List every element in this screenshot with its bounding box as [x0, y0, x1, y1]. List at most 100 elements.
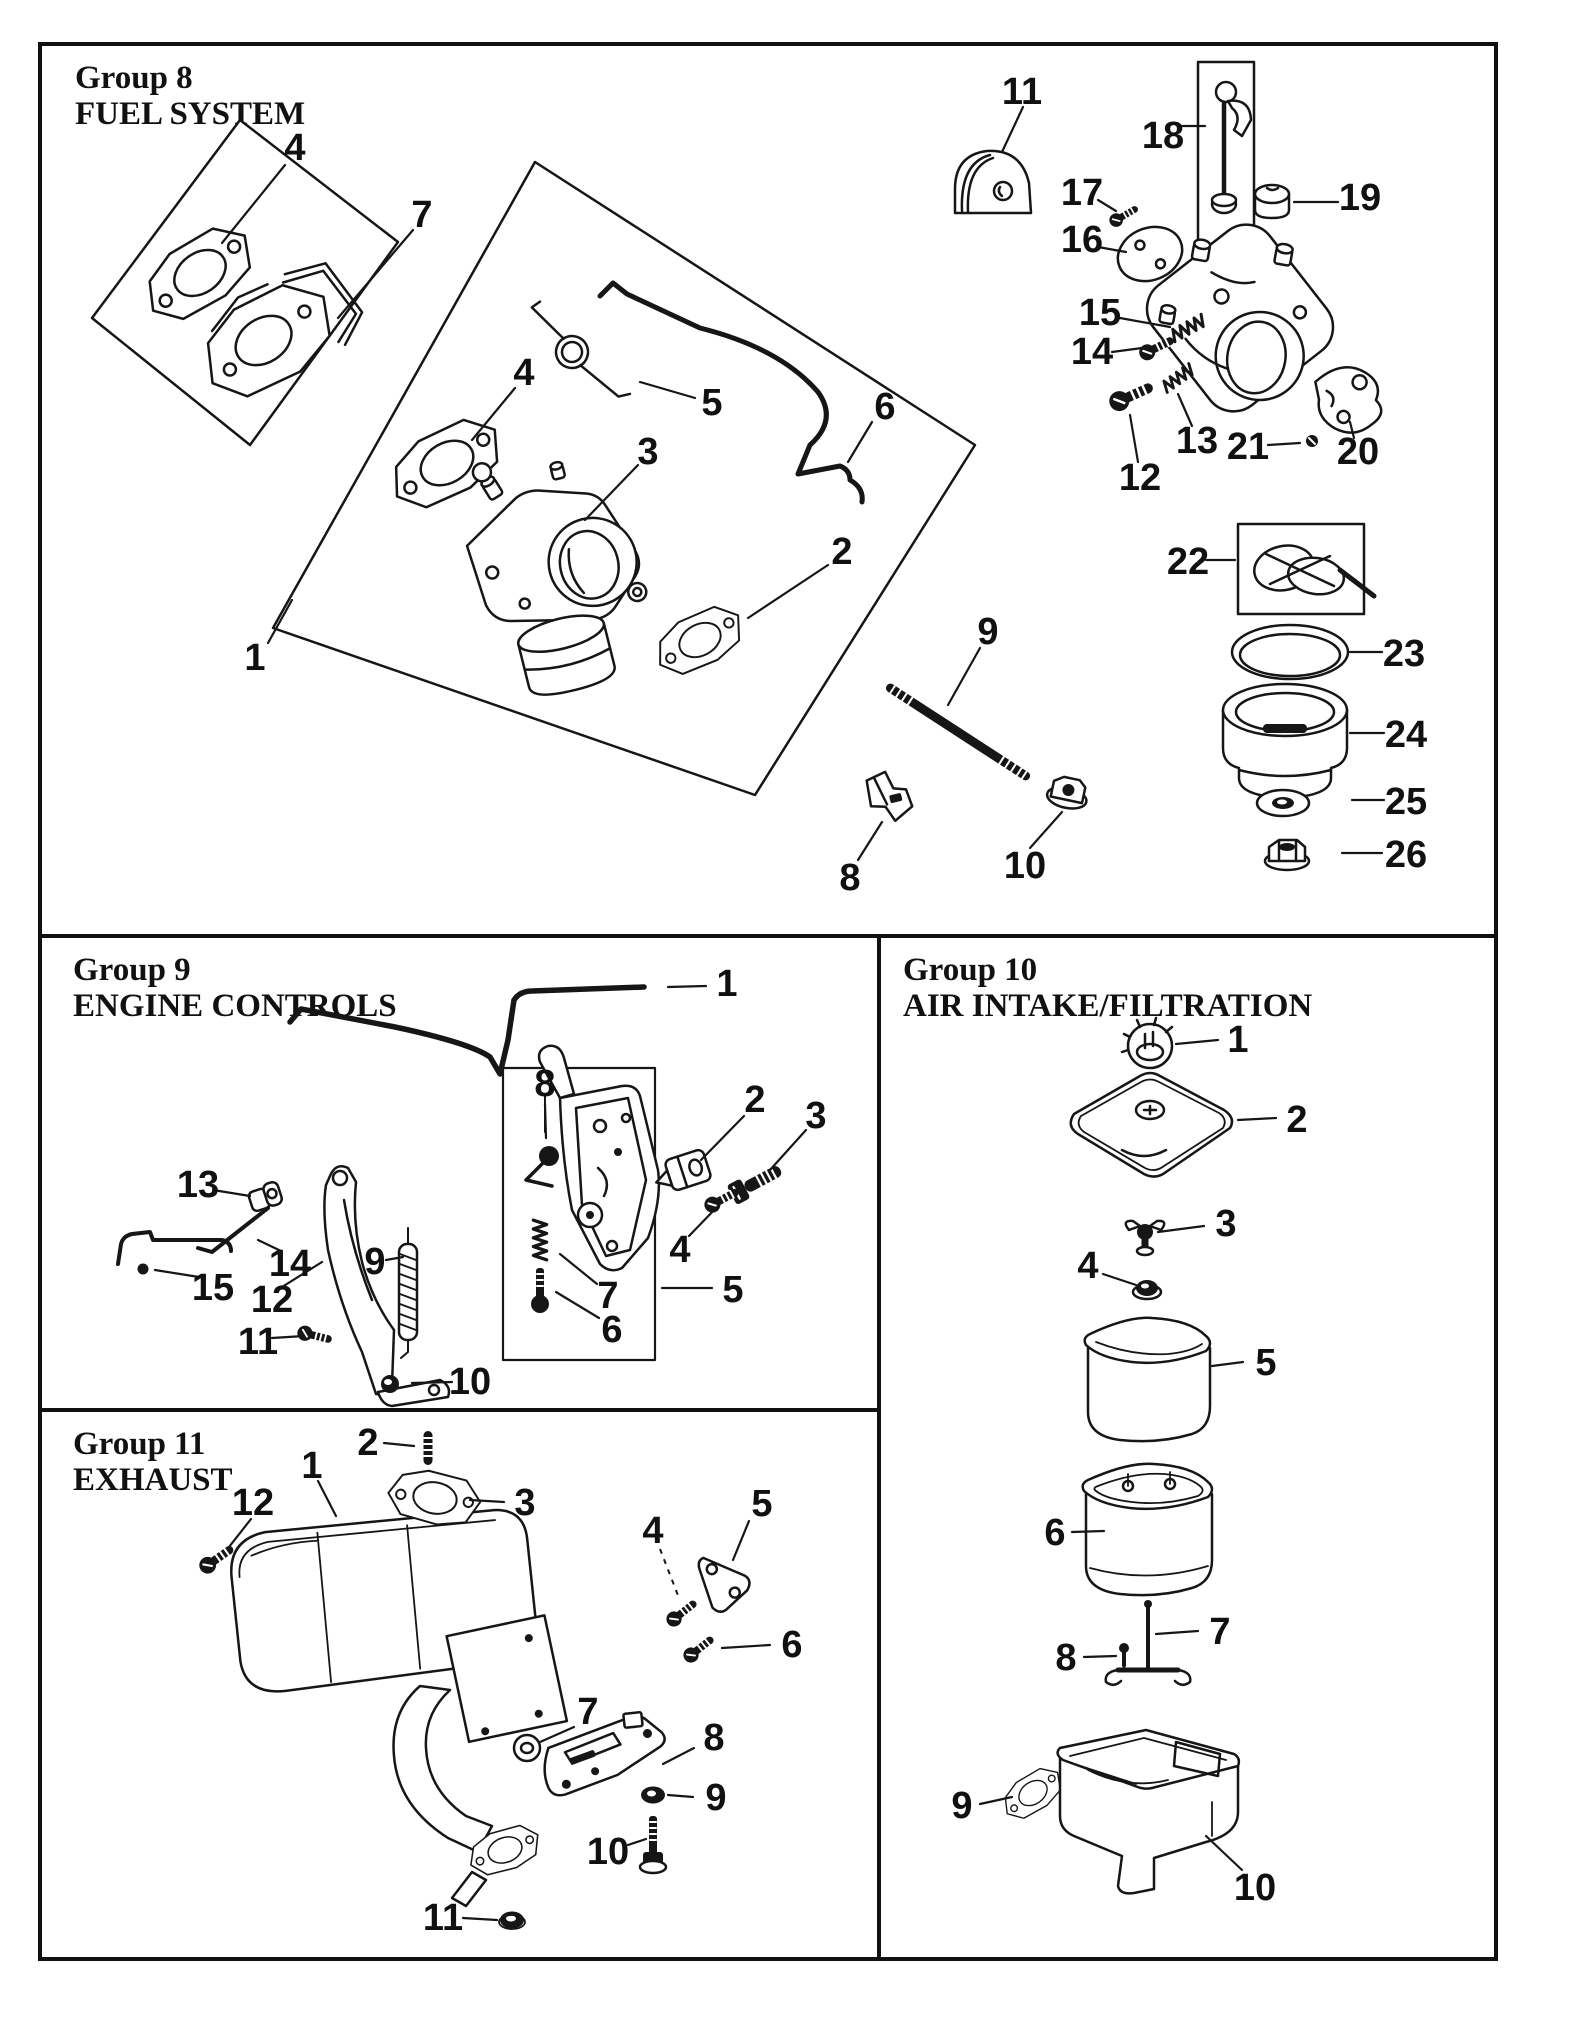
float-valve-assembly [1196, 60, 1256, 246]
callout-g10-8: 8 [1055, 1637, 1076, 1679]
callout-g11-5: 5 [751, 1483, 772, 1525]
callout-g9-11: 11 [238, 1321, 278, 1363]
callout-g10-3: 3 [1215, 1203, 1236, 1245]
callout-g8-8: 8 [839, 857, 860, 899]
group10-title-line2: AIR INTAKE/FILTRATION [903, 988, 1312, 1024]
callout-g8-14: 14 [1071, 331, 1113, 373]
flange-nut [1045, 775, 1088, 810]
pipe-outlet [450, 1870, 488, 1908]
group8-title-line1: Group 8 [75, 60, 193, 96]
callout-g9-4: 4 [669, 1229, 690, 1271]
element-nut [1131, 1280, 1163, 1301]
callout-g8-13: 13 [1176, 420, 1218, 462]
kit-sheet-small [90, 118, 400, 447]
bracket-washer [512, 1733, 542, 1763]
carburetor [465, 460, 648, 696]
bracket-screw-a [662, 1595, 702, 1631]
idle-adjust-bolt [531, 1268, 549, 1313]
group10-title-line1: Group 10 [903, 952, 1037, 988]
bracket-screw-b [679, 1631, 719, 1667]
air-cleaner-cover [1069, 1071, 1234, 1178]
callout-g9-14: 14 [269, 1243, 311, 1285]
group9-title-line1: Group 9 [73, 952, 191, 988]
callout-g10-2: 2 [1286, 1099, 1307, 1141]
callout-g10-4: 4 [1077, 1245, 1098, 1287]
callout-g10-5: 5 [1255, 1342, 1276, 1384]
group11-title-line1: Group 11 [73, 1426, 205, 1462]
idle-adjust-spring [531, 1218, 549, 1262]
governor-spring [530, 300, 632, 398]
throttle-cross-rod [116, 1230, 233, 1275]
fuel-bowl [1221, 682, 1349, 800]
callout-g8-4a: 4 [284, 127, 305, 169]
bracket-nut [641, 1786, 665, 1804]
callout-g8-12: 12 [1119, 457, 1161, 499]
callout-g8-17: 17 [1061, 172, 1103, 214]
callout-g8-15: 15 [1079, 292, 1121, 334]
callout-g11-11: 11 [423, 1897, 463, 1939]
muffler-shield-plate [445, 1614, 569, 1744]
callout-g8-26: 26 [1385, 834, 1427, 876]
air-cleaner-base [1056, 1728, 1241, 1895]
bowl-washer [1255, 788, 1311, 818]
group10-air-intake-diagram: 1 2 3 4 5 6 7 8 9 10 [951, 1016, 1308, 1909]
pump-plate [1116, 225, 1184, 283]
callout-g9-1: 1 [716, 963, 737, 1005]
callout-g8-19: 19 [1339, 177, 1381, 219]
group8-leader-lines [220, 105, 1386, 862]
group8-title-line2: FUEL SYSTEM [75, 96, 305, 132]
callout-g10-7: 7 [1209, 1611, 1230, 1653]
muffler-stud [423, 1431, 433, 1465]
bowl-baffle-screw [1306, 435, 1318, 447]
callout-g8-23: 23 [1383, 633, 1425, 675]
control-bracket [537, 1044, 661, 1272]
callout-g8-5: 5 [701, 382, 722, 424]
callout-g9-9: 9 [364, 1241, 385, 1283]
callout-g9-13: 13 [177, 1164, 219, 1206]
group11-leader-lines [227, 1441, 772, 1922]
cover-knob [1120, 1016, 1174, 1070]
paper-element [1081, 1462, 1214, 1597]
fuel-pump-cover [953, 149, 1033, 215]
callout-g9-3: 3 [805, 1095, 826, 1137]
pipe-nut [498, 1911, 526, 1930]
callout-g8-1: 1 [244, 637, 265, 679]
muffler-bracket [543, 1711, 666, 1797]
bracket-bolt-vertical [638, 1816, 668, 1875]
callout-g8-11: 11 [1002, 71, 1042, 113]
choke-plate [1314, 365, 1383, 434]
callout-g8-10: 10 [1004, 845, 1046, 887]
swivel-clamp [247, 1181, 283, 1213]
base-screw [1119, 1643, 1129, 1669]
group10-leader-lines [978, 1038, 1278, 1872]
inlet-seat-plug [1253, 183, 1291, 220]
group9-leader-lines [153, 984, 808, 1385]
callout-g8-22: 22 [1167, 541, 1209, 583]
group11-title-line2: EXHAUST [73, 1462, 233, 1498]
callout-g10-9: 9 [951, 1785, 972, 1827]
panel-frames [38, 42, 1498, 1961]
callout-g11-7: 7 [577, 1691, 598, 1733]
callout-g9-2: 2 [744, 1079, 765, 1121]
precleaner-foam [1083, 1316, 1212, 1443]
callout-g8-6: 6 [874, 386, 895, 428]
cover-screw [1106, 201, 1142, 231]
cover-wing-nut [1124, 1219, 1166, 1257]
carburetor-body-upper [1145, 223, 1335, 413]
callout-g11-2: 2 [357, 1422, 378, 1464]
lever-nut [381, 1375, 399, 1393]
group9-engine-controls-diagram: 1 8 2 3 4 5 7 6 9 13 14 15 12 11 10 [116, 963, 827, 1408]
group8-fuel-system-diagram: 1 4 7 4 5 3 6 2 9 8 10 11 18 17 16 19 15… [90, 60, 1427, 899]
callout-g10-10: 10 [1234, 1867, 1276, 1909]
bracket-bolt [725, 1158, 787, 1207]
throttle-linkage-rod [597, 280, 865, 505]
callout-g9-12: 12 [251, 1279, 293, 1321]
heat-shield [206, 262, 364, 398]
bowl-nut [1263, 838, 1311, 872]
callout-g8-25: 25 [1385, 781, 1427, 823]
outer-border [38, 42, 1498, 1961]
callout-g9-15: 15 [192, 1267, 234, 1309]
callout-g11-12: 12 [232, 1482, 274, 1524]
callout-g11-3: 3 [514, 1482, 535, 1524]
